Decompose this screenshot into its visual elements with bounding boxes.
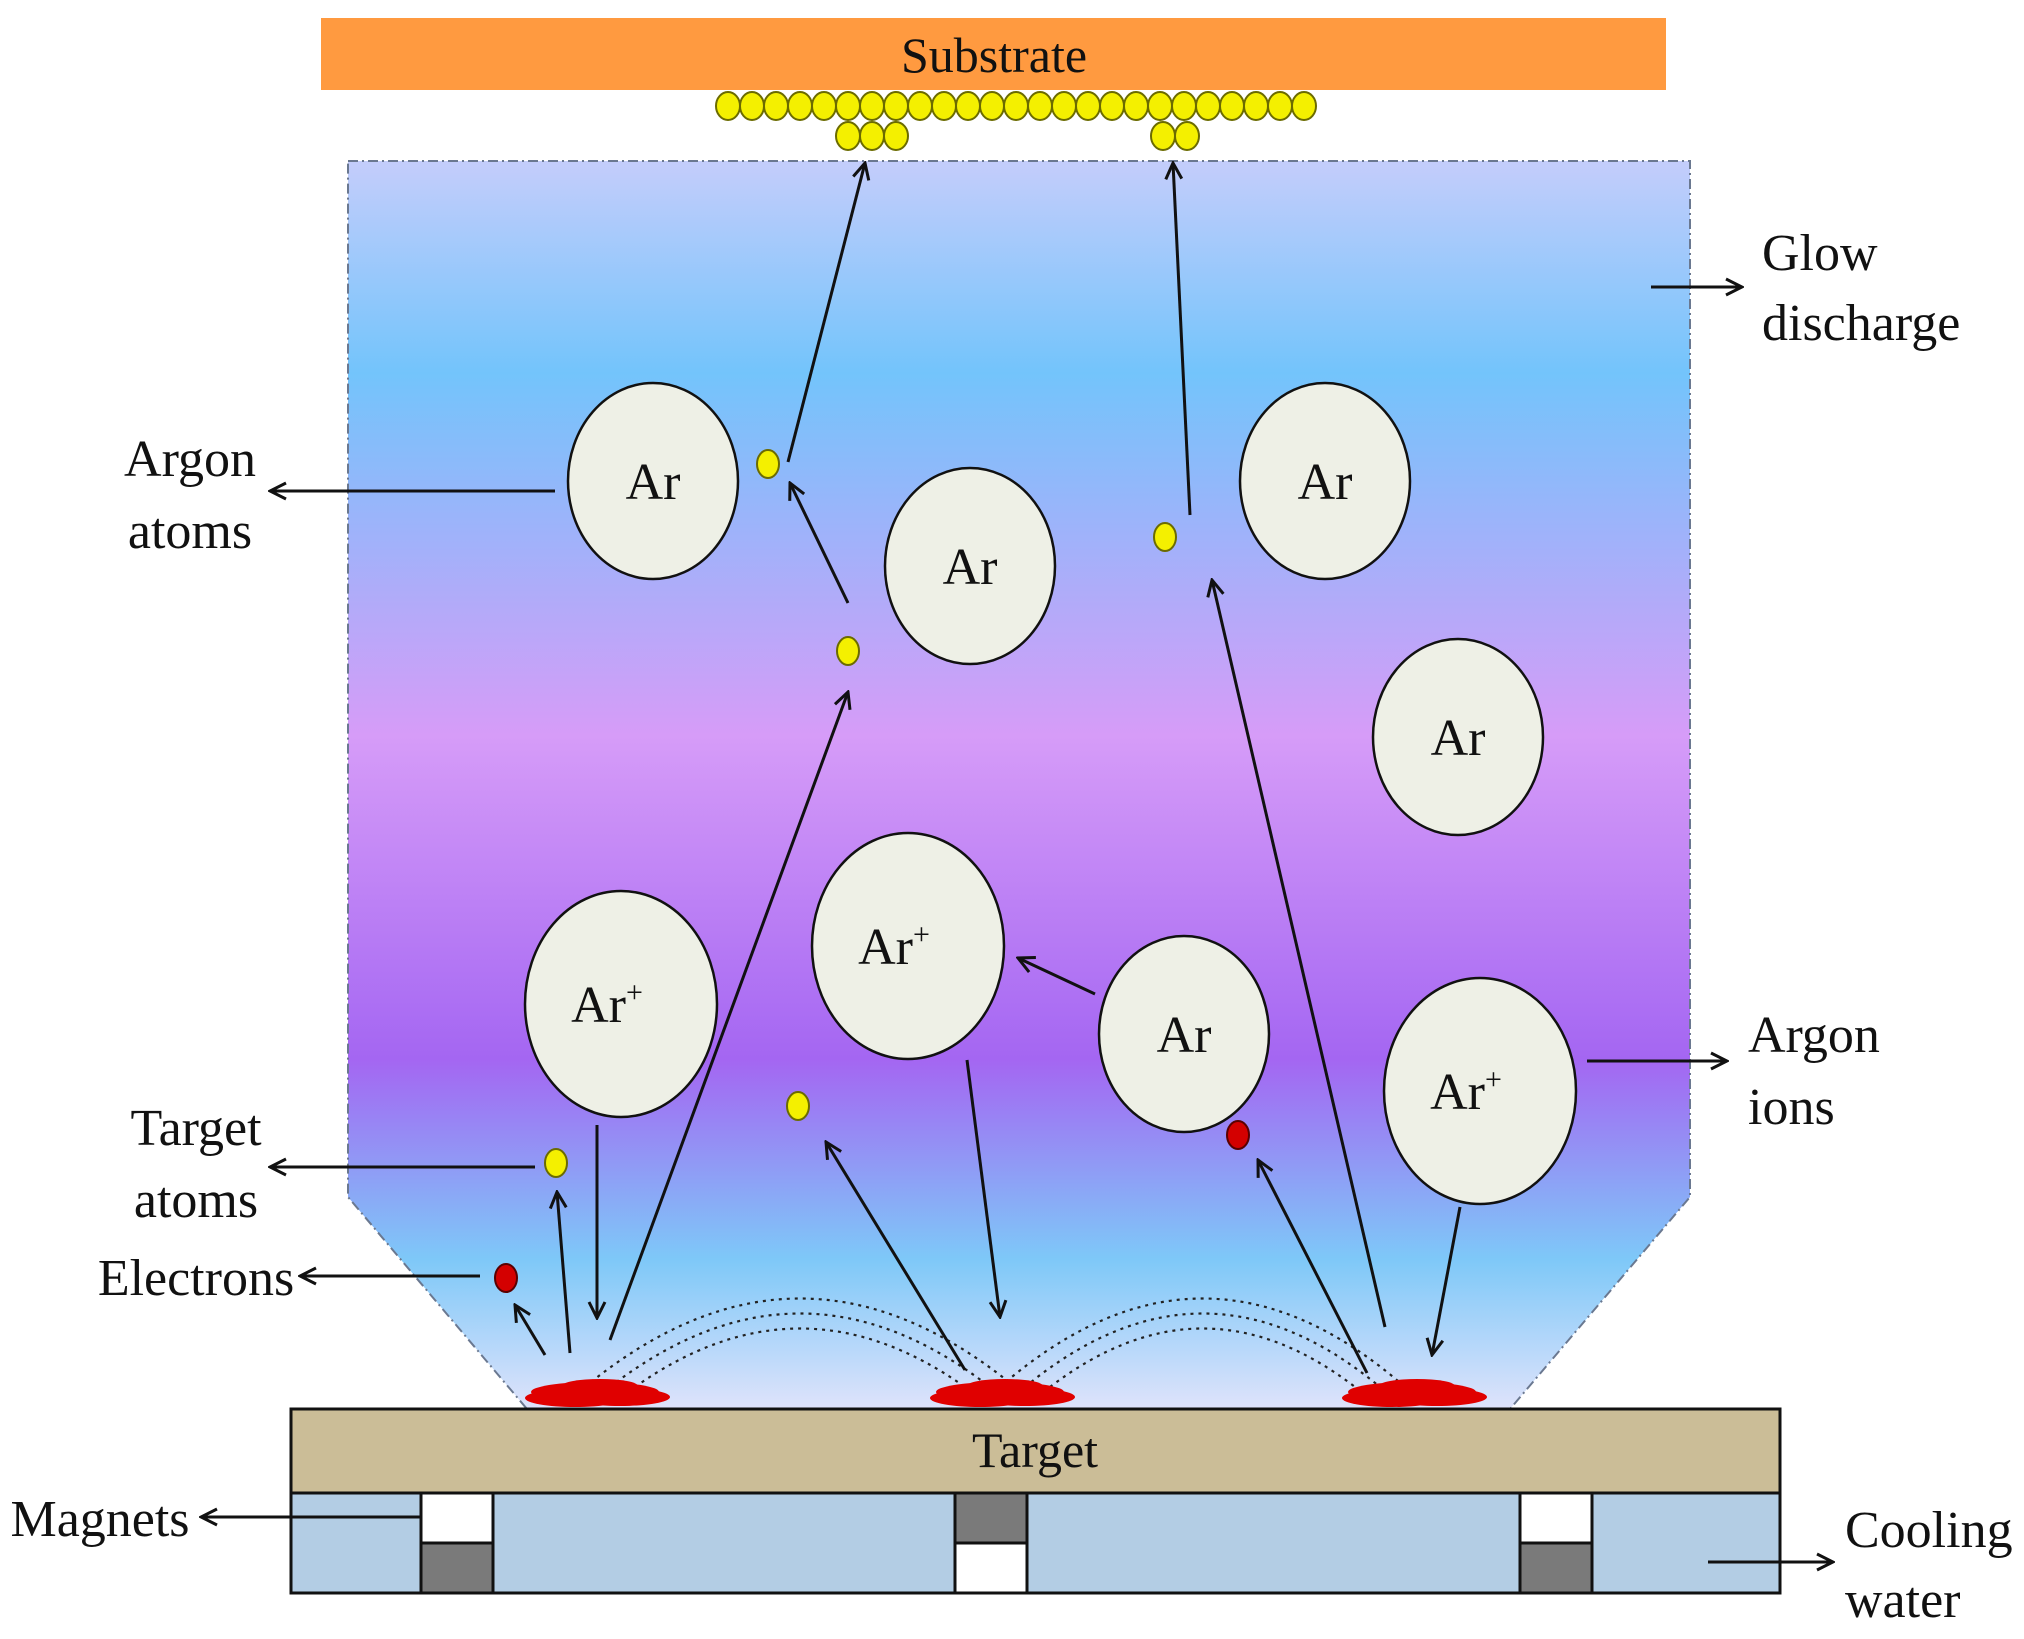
magnet bbox=[419, 1491, 495, 1595]
erosion-zone bbox=[1342, 1379, 1487, 1407]
film-atom bbox=[1267, 91, 1293, 121]
film-atom bbox=[1003, 91, 1029, 121]
film-atom bbox=[715, 91, 741, 121]
target-atom bbox=[836, 636, 860, 666]
erosion-zone bbox=[525, 1379, 670, 1407]
svg-text:Ar: Ar bbox=[1298, 454, 1353, 511]
target-label: Target bbox=[972, 1422, 1098, 1478]
film-atom bbox=[1219, 91, 1245, 121]
film-atom bbox=[955, 91, 981, 121]
film-atom bbox=[907, 91, 933, 121]
magnet bbox=[1518, 1491, 1594, 1595]
target-atom bbox=[1153, 522, 1177, 552]
film-atom bbox=[859, 91, 885, 121]
electrons-label: Electrons bbox=[98, 1250, 294, 1307]
argon-ion: Ar+ bbox=[523, 889, 719, 1119]
magnets-label: Magnets bbox=[10, 1491, 189, 1548]
film-atom bbox=[979, 91, 1005, 121]
erosion-zone bbox=[930, 1379, 1075, 1407]
film-atom bbox=[883, 121, 909, 151]
film-atom bbox=[1099, 91, 1125, 121]
film-atom bbox=[1051, 91, 1077, 121]
argon-ion: Ar+ bbox=[810, 831, 1006, 1061]
film-atom bbox=[1027, 91, 1053, 121]
substrate-bar bbox=[321, 18, 1666, 90]
magnet bbox=[953, 1491, 1029, 1595]
argon-atom: Ar bbox=[566, 381, 740, 581]
film-atom bbox=[1123, 91, 1149, 121]
film-atom bbox=[1150, 121, 1176, 151]
argon-atom: Ar bbox=[1097, 934, 1271, 1134]
film-atom bbox=[1171, 91, 1197, 121]
argon-atom: Ar bbox=[883, 466, 1057, 666]
film-atom bbox=[835, 121, 861, 151]
film-atom bbox=[1147, 91, 1173, 121]
svg-text:Ar+: Ar+ bbox=[571, 976, 643, 1034]
film-atom bbox=[739, 91, 765, 121]
film-atom bbox=[1243, 91, 1269, 121]
target-plate bbox=[289, 1407, 1782, 1495]
target-atom bbox=[786, 1091, 810, 1121]
argon-atom: Ar bbox=[1371, 637, 1545, 837]
film-atom bbox=[883, 91, 909, 121]
film-atom bbox=[1291, 91, 1317, 121]
substrate-label: Substrate bbox=[901, 27, 1087, 83]
trajectory-arrows bbox=[515, 163, 1462, 1374]
svg-text:Ar: Ar bbox=[626, 454, 681, 511]
svg-text:Ar+: Ar+ bbox=[1430, 1063, 1502, 1121]
electron bbox=[494, 1263, 518, 1293]
argon-atom: Ar bbox=[1238, 381, 1412, 581]
film-atom bbox=[835, 91, 861, 121]
film-atom bbox=[763, 91, 789, 121]
film-atom bbox=[1174, 121, 1200, 151]
electron bbox=[1226, 1120, 1250, 1150]
deposited-film bbox=[715, 91, 1317, 151]
film-atom bbox=[859, 121, 885, 151]
svg-text:Ar+: Ar+ bbox=[858, 918, 930, 976]
label-pointers bbox=[201, 287, 1833, 1562]
film-atom bbox=[931, 91, 957, 121]
svg-text:Ar: Ar bbox=[1157, 1007, 1212, 1064]
svg-text:Ar: Ar bbox=[943, 539, 998, 596]
film-atom bbox=[787, 91, 813, 121]
argon-ion: Ar+ bbox=[1382, 976, 1578, 1206]
magnetic-field-lines bbox=[584, 1297, 1406, 1388]
film-atom bbox=[1075, 91, 1101, 121]
film-atom bbox=[811, 91, 837, 121]
svg-text:Ar: Ar bbox=[1431, 710, 1486, 767]
film-atom bbox=[1195, 91, 1221, 121]
target-atom bbox=[544, 1148, 568, 1178]
target-atom bbox=[756, 449, 780, 479]
